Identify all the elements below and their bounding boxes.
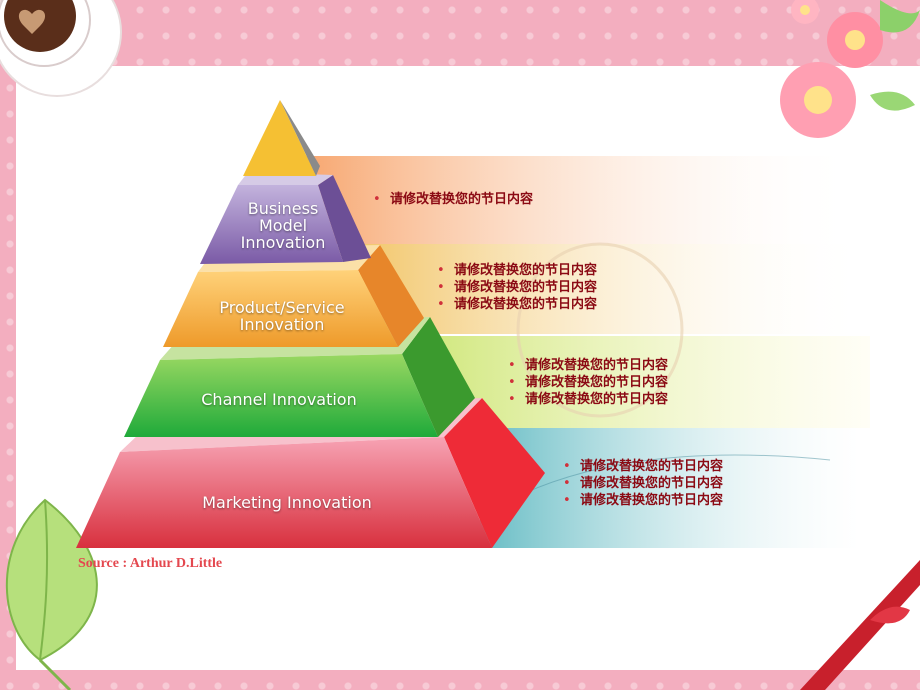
coffee-cup-decoration: [0, 0, 122, 97]
list-item: 请修改替换您的节日内容: [434, 296, 597, 313]
tier-channel-side: [402, 317, 475, 437]
tier-product-side: [358, 245, 424, 347]
list-item: 请修改替换您的节日内容: [434, 279, 597, 296]
list-item: 请修改替换您的节日内容: [560, 475, 723, 492]
bullets-channel: 请修改替换您的节日内容 请修改替换您的节日内容 请修改替换您的节日内容: [505, 357, 668, 408]
bullets-product-service: 请修改替换您的节日内容 请修改替换您的节日内容 请修改替换您的节日内容: [434, 262, 597, 313]
bullets-marketing: 请修改替换您的节日内容 请修改替换您的节日内容 请修改替换您的节日内容: [560, 458, 723, 509]
list-item: 请修改替换您的节日内容: [505, 391, 668, 408]
tier-channel-front: [124, 354, 438, 437]
tier-product-front: [163, 270, 398, 347]
leaf-decoration: [5, 498, 98, 690]
tier-business-front: [200, 185, 343, 264]
list-item: 请修改替换您的节日内容: [505, 357, 668, 374]
tier-label-business-model: Business Model Innovation: [240, 199, 326, 252]
tier-apex-front: [243, 100, 316, 176]
list-item: 请修改替换您的节日内容: [370, 191, 533, 208]
list-item: 请修改替换您的节日内容: [560, 492, 723, 509]
list-item: 请修改替换您的节日内容: [560, 458, 723, 475]
tier-label-marketing: Marketing Innovation: [202, 493, 372, 512]
bullets-business-model: 请修改替换您的节日内容: [370, 191, 533, 208]
ribbon-decoration: [800, 560, 920, 690]
tier-marketing-side: [444, 398, 545, 548]
swirl-decoration: [516, 242, 684, 418]
tier-business-side: [318, 175, 371, 262]
tier-apex-side: [280, 100, 320, 176]
flower-decoration: [780, 0, 920, 138]
source-citation: Source : Arthur D.Little: [78, 556, 223, 571]
tier-marketing-front: [76, 437, 492, 548]
tier-label-channel: Channel Innovation: [201, 390, 357, 409]
list-item: 请修改替换您的节日内容: [434, 262, 597, 279]
list-item: 请修改替换您的节日内容: [505, 374, 668, 391]
tier-label-product-service: Product/Service Innovation: [219, 298, 345, 334]
